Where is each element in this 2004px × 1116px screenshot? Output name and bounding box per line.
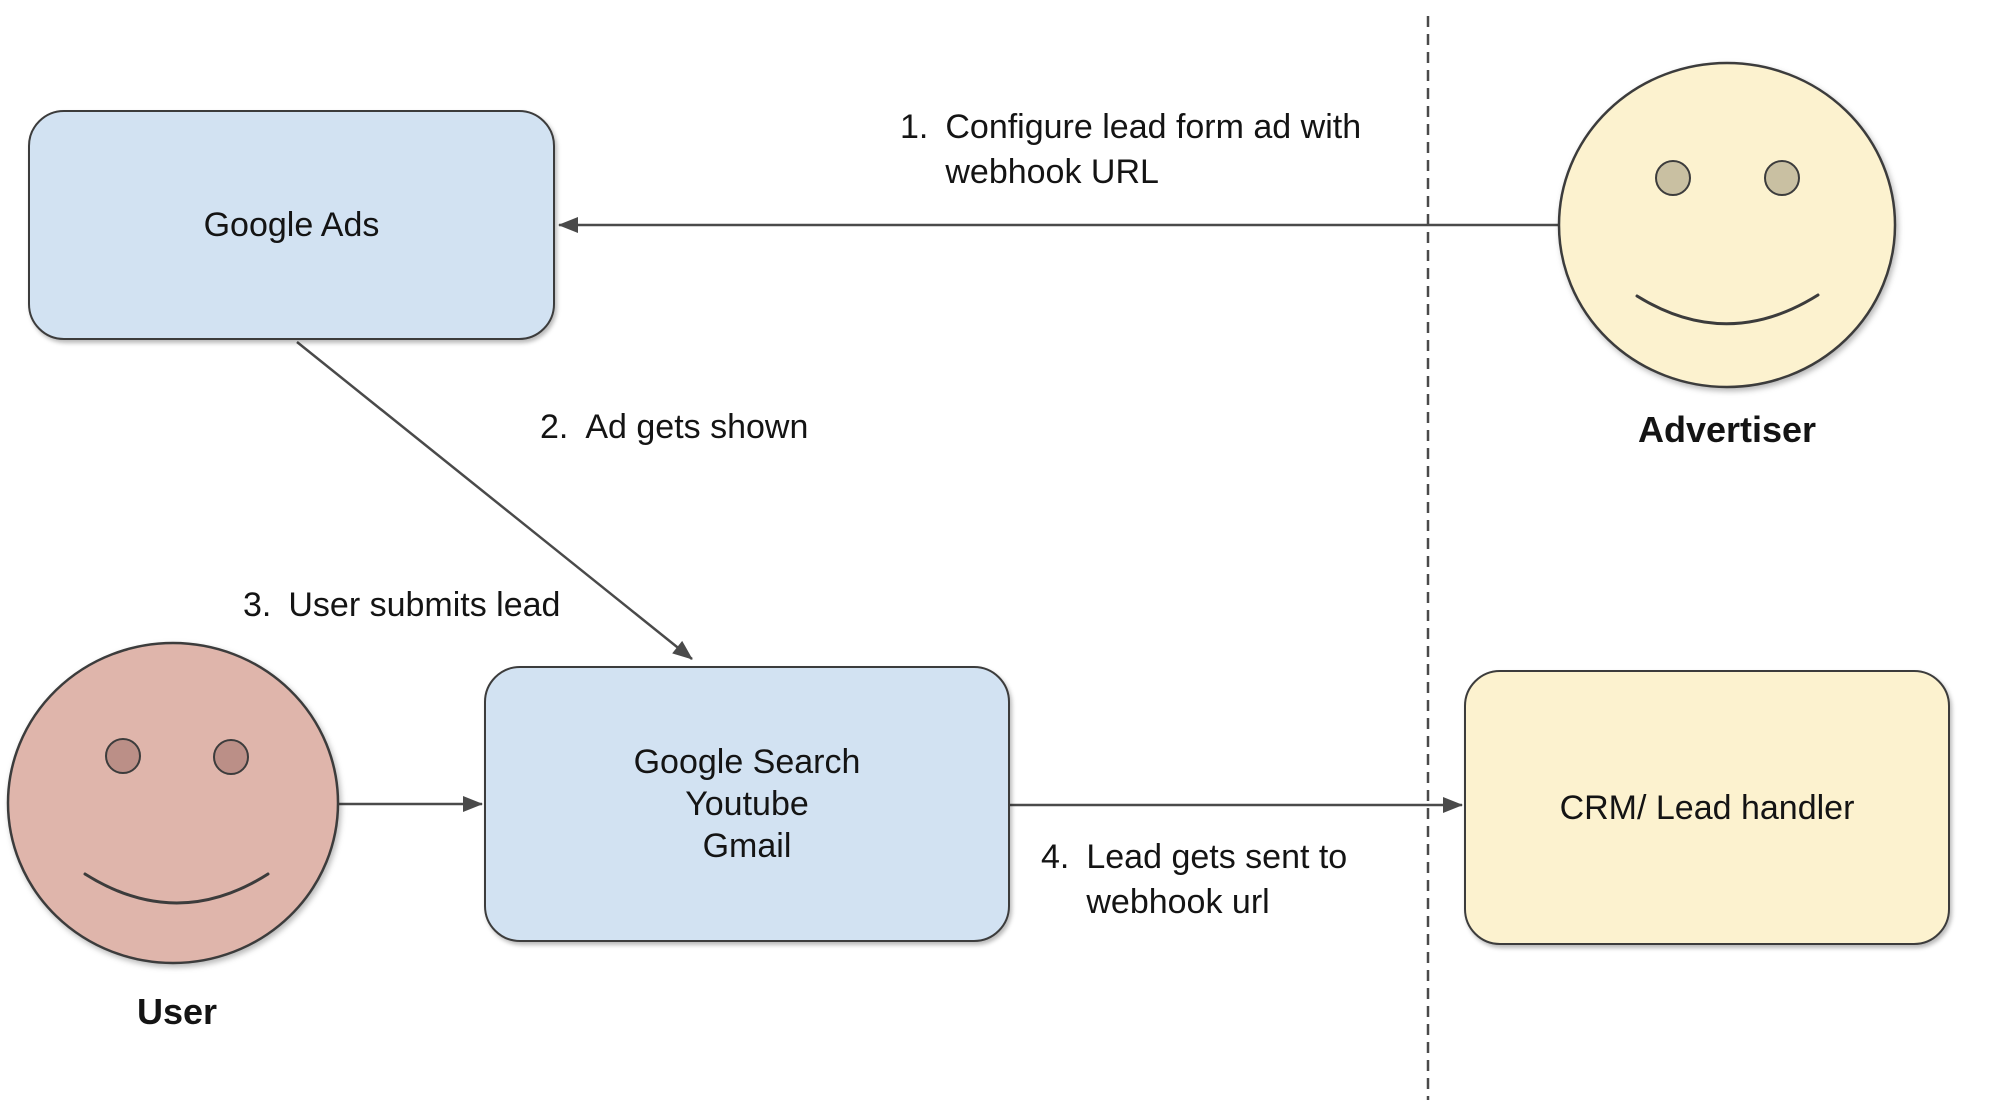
- google-ads-node: Google Ads: [28, 110, 555, 340]
- step-2-text: Ad gets shown: [585, 408, 809, 446]
- step-1-text-line-1: Configure lead form ad with: [945, 108, 1362, 146]
- step-2-number: 2.: [540, 408, 569, 446]
- advertiser-left-eye-icon: [1655, 160, 1691, 196]
- step-2-label: 2. Ad gets shown: [540, 405, 808, 450]
- advertiser-actor-label: Advertiser: [1637, 409, 1817, 450]
- step-4-text-line-2: webhook url: [1086, 883, 1270, 921]
- step-3-label: 3. User submits lead: [243, 583, 560, 628]
- step-1-text-line-2: webhook URL: [945, 153, 1159, 191]
- user-left-eye-icon: [105, 738, 141, 774]
- step-4-text-line-1: Lead gets sent to: [1086, 838, 1348, 876]
- arrow-google-ads-to-platforms: [296, 341, 693, 660]
- user-actor-label: User: [136, 991, 218, 1032]
- google-surfaces-line-2: Youtube: [685, 785, 809, 823]
- crm-lead-handler-node: CRM/ Lead handler: [1464, 670, 1950, 945]
- user-head: [6, 641, 340, 965]
- step-4-label: 4. Lead gets sent to webhook url: [1041, 835, 1347, 925]
- user-face-icon: [6, 641, 340, 965]
- step-4-number: 4.: [1041, 838, 1070, 876]
- advertiser-smile-icon: [1635, 293, 1820, 326]
- google-surfaces-line-3: Gmail: [702, 827, 792, 865]
- step-1-label: 1. Configure lead form ad with webhook U…: [900, 105, 1361, 195]
- crm-lead-handler-node-label: CRM/ Lead handler: [1559, 788, 1855, 827]
- step-1-number: 1.: [900, 108, 929, 146]
- google-ads-node-label: Google Ads: [203, 206, 380, 244]
- google-surfaces-node: Google Search Youtube Gmail: [484, 666, 1010, 942]
- advertiser-right-eye-icon: [1764, 160, 1800, 196]
- advertiser-face-icon: [1557, 61, 1897, 389]
- step-3-text: User submits lead: [288, 586, 561, 624]
- step-3-number: 3.: [243, 586, 272, 624]
- user-right-eye-icon: [213, 739, 249, 775]
- advertiser-head: [1557, 61, 1897, 389]
- google-surfaces-line-1: Google Search: [633, 743, 861, 781]
- user-smile-icon: [83, 872, 270, 905]
